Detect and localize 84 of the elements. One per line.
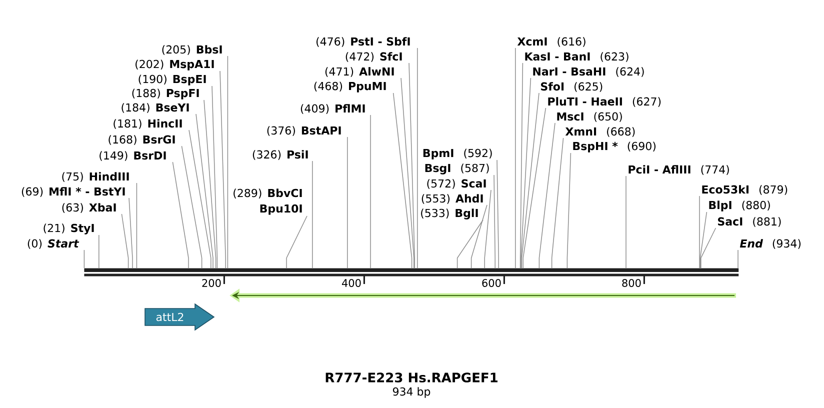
site-label: SacI (881) (718, 217, 781, 227)
site-label: (149) BsrDI (100, 151, 166, 161)
leader-line (172, 162, 189, 268)
leader-line (84, 250, 85, 268)
leader-line (212, 86, 218, 268)
leader-line (370, 114, 371, 268)
leader-line (312, 160, 313, 268)
site-label: (205) BbsI (162, 45, 222, 55)
tick-label: 200 (202, 279, 221, 287)
site-label: (168) BsrGI (108, 135, 175, 145)
sequence-line (84, 268, 739, 276)
site-label: (468) PpuMI (314, 82, 386, 92)
site-label: KasI - BanI (623) (525, 52, 628, 62)
site-label: (472) SfcI (346, 52, 402, 62)
site-label: (553) AhdI (422, 194, 483, 204)
site-label: (21) StyI (44, 224, 94, 234)
leader-line (121, 214, 129, 268)
leader-line (98, 234, 100, 268)
leader-line (227, 56, 228, 268)
site-label: (75) HindIII (62, 172, 129, 182)
leader-line (400, 78, 414, 268)
leader-line (566, 152, 572, 268)
site-label: Eco53kI (879) (702, 185, 788, 195)
site-label: XcmI (616) (517, 37, 586, 47)
leader-line (700, 228, 716, 268)
site-label: BpmI (592) (423, 148, 492, 160)
leader-line (538, 122, 556, 268)
length-label: 934 bp (392, 387, 430, 398)
site-label: (202) MspA1I (136, 60, 214, 70)
leader-line (188, 130, 212, 268)
leader-line (470, 204, 488, 268)
leader-line (520, 62, 524, 268)
site-label: (69) MflI * - BstYI (22, 187, 125, 197)
site-label: PluTI - HaeII (627) (548, 97, 661, 107)
tick-label: 600 (482, 279, 501, 287)
site-label: PciI - AflIII (774) (628, 165, 729, 175)
title: R777-E223 Hs.RAPGEF1 (326, 372, 498, 382)
leader-line (286, 216, 308, 268)
site-label: (476) PstI - SbfI (316, 37, 410, 47)
site-label: (181) HincII (114, 119, 182, 129)
leader-line (196, 114, 214, 268)
site-label: (326) PsiI (252, 150, 308, 160)
site-label: (289) BbvCI Bpu10I (234, 188, 302, 215)
leader-line (220, 70, 226, 268)
site-label: BspHI * (690) (573, 142, 656, 152)
leader-line (204, 100, 216, 268)
leader-line (699, 196, 700, 268)
site-label: (63) XbaI (62, 203, 116, 213)
site-label: (184) BseYI (122, 103, 189, 113)
leader-line (128, 198, 133, 268)
leader-line (347, 136, 348, 268)
site-label: BlpI (880) (709, 200, 770, 212)
leader-line (515, 48, 516, 268)
leader-line (494, 174, 496, 268)
site-label: (190) BspEI (138, 74, 206, 86)
end-label: (0) Start (28, 239, 80, 249)
leader-line (496, 160, 499, 268)
site-label: XmnI (668) (565, 127, 635, 137)
leader-line (700, 212, 708, 268)
site-label: MscI (650) (557, 112, 622, 122)
site-label: BsgI (587) (425, 164, 489, 174)
site-label: (376) BstAPI (267, 126, 341, 136)
end-label: End (934) (740, 239, 801, 249)
site-label: (572) ScaI (427, 179, 486, 189)
site-label: (188) PspFI (132, 88, 199, 100)
site-label: SfoI (625) (541, 82, 602, 92)
leader-line (520, 78, 532, 268)
leader-line (484, 190, 492, 268)
site-label: (471) AlwNI (325, 67, 394, 77)
leader-line (417, 48, 418, 268)
site-label: NarI - BsaHI (624) (533, 67, 644, 77)
leader-line (181, 146, 202, 268)
leader-line (408, 62, 415, 268)
leader-line (521, 92, 540, 268)
leader-line (456, 220, 484, 268)
leader-line (551, 138, 564, 268)
feature-block: attL2 (144, 303, 215, 331)
site-label: (533) BglI (421, 208, 478, 220)
tick-label: 800 (622, 279, 641, 287)
leader-line (136, 182, 138, 268)
leader-line (522, 108, 546, 268)
leader-line (392, 92, 412, 268)
site-label: (409) PflMI (300, 104, 365, 114)
tick-label: 400 (342, 279, 361, 287)
